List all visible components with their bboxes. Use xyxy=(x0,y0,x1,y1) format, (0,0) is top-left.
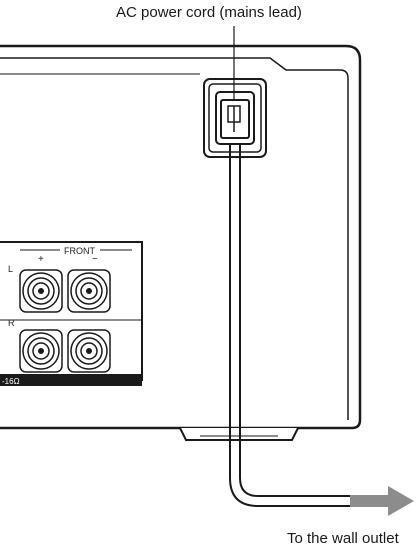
wall-outlet-arrow xyxy=(350,486,414,516)
power-cord xyxy=(229,144,350,507)
terminal-front-right-plus xyxy=(19,329,63,373)
impedance-strip xyxy=(0,374,142,386)
terminal-front-left-minus xyxy=(67,269,111,313)
minus-label: − xyxy=(92,254,98,265)
terminal-front-right-minus xyxy=(67,329,111,373)
right-channel-label: R xyxy=(8,318,15,328)
device-top-trim xyxy=(0,57,349,420)
left-channel-label: L xyxy=(8,264,13,274)
front-label: FRONT xyxy=(64,246,95,256)
impedance-text: -16Ω xyxy=(2,377,20,386)
wall-outlet-label: To the wall outlet xyxy=(287,530,399,547)
terminal-front-left-plus xyxy=(19,269,63,313)
power-cord-label: AC power cord (mains lead) xyxy=(116,4,302,21)
plus-label: + xyxy=(38,254,44,265)
